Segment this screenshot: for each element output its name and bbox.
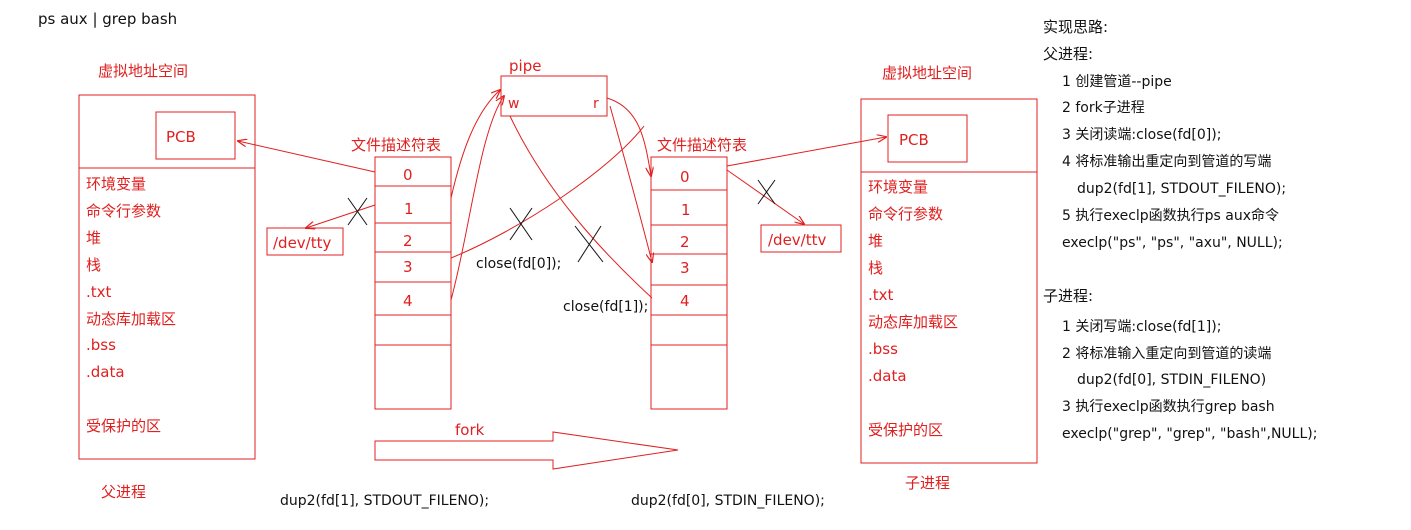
child-segment: .bss xyxy=(868,340,898,358)
notes-parent-step: 5 执行execlp函数执行ps aux命令 xyxy=(1062,207,1279,224)
child-segment: 命令行参数 xyxy=(868,205,943,223)
notes-parent-heading: 父进程: xyxy=(1043,45,1093,63)
child-dup-call: dup2(fd[0], STDIN_FILENO); xyxy=(631,493,825,509)
parent-address-space xyxy=(78,94,256,460)
parent-segment: 动态库加载区 xyxy=(86,310,176,328)
child-pcb-box xyxy=(887,114,968,163)
child-close-call: close(fd[1]); xyxy=(563,299,648,315)
parent-pcb-box xyxy=(155,111,236,160)
child-space-label: 虚拟地址空间 xyxy=(882,64,972,82)
parent-segment: 环境变量 xyxy=(86,175,146,193)
pipe-write-end: w xyxy=(508,96,519,112)
parent-dup-call: dup2(fd[1], STDOUT_FILENO); xyxy=(280,493,489,509)
child-tty-label: /dev/ttv xyxy=(768,231,826,249)
child-pcb-label: PCB xyxy=(899,131,929,149)
parent-tty-cross xyxy=(347,197,368,226)
parent-segment: 命令行参数 xyxy=(86,202,161,220)
parent-fd-rows xyxy=(375,185,451,346)
parent-pcb-label: PCB xyxy=(166,128,196,146)
child-fd-rows xyxy=(651,189,727,346)
parent-fd-number: 0 xyxy=(403,166,413,184)
child-segment: 受保护的区 xyxy=(868,421,943,439)
parent-caption: 父进程 xyxy=(101,483,146,501)
child-fd0-to-tty-arrow xyxy=(726,169,804,224)
pipe-read-end: r xyxy=(593,96,599,112)
parent-segment: 栈 xyxy=(86,256,101,274)
child-fd-number: 3 xyxy=(680,259,690,277)
pipe-w-to-child-fd4-line xyxy=(509,115,653,299)
parent-space-label: 虚拟地址空间 xyxy=(98,62,188,80)
notes-parent-step: execlp("ps", "ps", "axu", NULL); xyxy=(1062,235,1283,251)
cross-marks xyxy=(347,179,776,263)
notes-child-step: 2 将标准输入重定向到管道的读端 xyxy=(1062,345,1271,362)
notes-parent-step: dup2(fd[1], STDOUT_FILENO); xyxy=(1077,181,1286,197)
notes-child-step: execlp("grep", "grep", "bash",NULL); xyxy=(1062,426,1317,442)
parent-segments: 环境变量 命令行参数 堆 栈 .txt 动态库加载区 .bss .data 受保… xyxy=(86,175,176,435)
parent-segment: .txt xyxy=(86,283,112,301)
parent-close-call: close(fd[0]); xyxy=(476,256,561,272)
child-address-space xyxy=(860,98,1038,464)
parent-fd-number: 2 xyxy=(403,232,413,250)
notes-parent-step: 3 关闭读端:close(fd[0]); xyxy=(1062,126,1221,143)
child-segment: 堆 xyxy=(868,232,883,250)
notes-child-step: dup2(fd[0], STDIN_FILENO) xyxy=(1077,372,1266,388)
pipe-r-to-child-fd3-arrow xyxy=(609,105,652,262)
child-fd-number: 1 xyxy=(681,201,691,219)
child-tty-cross xyxy=(757,179,776,205)
parent-tty-label: /dev/tty xyxy=(273,234,331,252)
parent-fd-number: 4 xyxy=(403,292,413,310)
notes-child-heading: 子进程: xyxy=(1043,287,1093,305)
parent-fd-table-title: 文件描述符表 xyxy=(351,136,441,154)
notes-parent-step: 2 fork子进程 xyxy=(1062,100,1145,116)
parent-read-end-cross xyxy=(509,207,533,241)
fork-label: fork xyxy=(455,421,485,439)
pipe-title: pipe xyxy=(509,57,541,75)
child-fd-number: 4 xyxy=(680,292,690,310)
child-fd-number: 0 xyxy=(680,168,690,186)
child-fd0-to-pcb-arrow xyxy=(726,137,886,167)
command-title: ps aux | grep bash xyxy=(38,10,177,28)
notes-panel: 实现思路: 父进程: 1 创建管道--pipe 2 fork子进程 3 关闭读端… xyxy=(1043,18,1317,442)
child-segment: .txt xyxy=(868,286,894,304)
pipe-r-to-child-fd0-arrow xyxy=(606,97,651,176)
notes-parent-step: 1 创建管道--pipe xyxy=(1062,74,1172,90)
child-segment: 栈 xyxy=(868,259,883,277)
notes-child-step: 1 关闭写端:close(fd[1]); xyxy=(1062,319,1221,335)
parent-segment: 堆 xyxy=(86,229,101,247)
parent-fd1-to-pipe-w-arrow xyxy=(450,90,500,199)
parent-fd-number: 1 xyxy=(404,200,414,218)
parent-segment: .data xyxy=(86,363,125,381)
parent-fd1-to-tty-arrow xyxy=(306,204,376,228)
child-fd-table xyxy=(650,156,728,410)
parent-fd0-to-pcb-arrow xyxy=(238,141,376,173)
parent-fd-number: 3 xyxy=(403,258,413,276)
parent-fd3-to-pipe-r-arrow xyxy=(450,125,645,259)
connectors xyxy=(238,90,886,301)
fork-arrow xyxy=(374,431,679,470)
child-segments: 环境变量 命令行参数 堆 栈 .txt 动态库加载区 .bss .data 受保… xyxy=(868,178,958,439)
child-segment: .data xyxy=(868,367,907,385)
child-caption: 子进程 xyxy=(905,474,950,492)
parent-segment: .bss xyxy=(86,336,116,354)
child-write-end-cross xyxy=(574,225,604,263)
child-segment: 动态库加载区 xyxy=(868,313,958,331)
child-segment: 环境变量 xyxy=(868,178,928,196)
child-fd-number: 2 xyxy=(680,233,690,251)
child-fd-table-title: 文件描述符表 xyxy=(657,136,747,154)
parent-fd-table xyxy=(374,156,452,410)
notes-title: 实现思路: xyxy=(1043,18,1108,36)
notes-parent-step: 4 将标准输出重定向到管道的写端 xyxy=(1062,154,1271,170)
notes-child-step: 3 执行execlp函数执行grep bash xyxy=(1062,399,1275,415)
parent-fd4-to-pipe-w-arrow xyxy=(450,96,504,301)
parent-segment: 受保护的区 xyxy=(86,417,161,435)
